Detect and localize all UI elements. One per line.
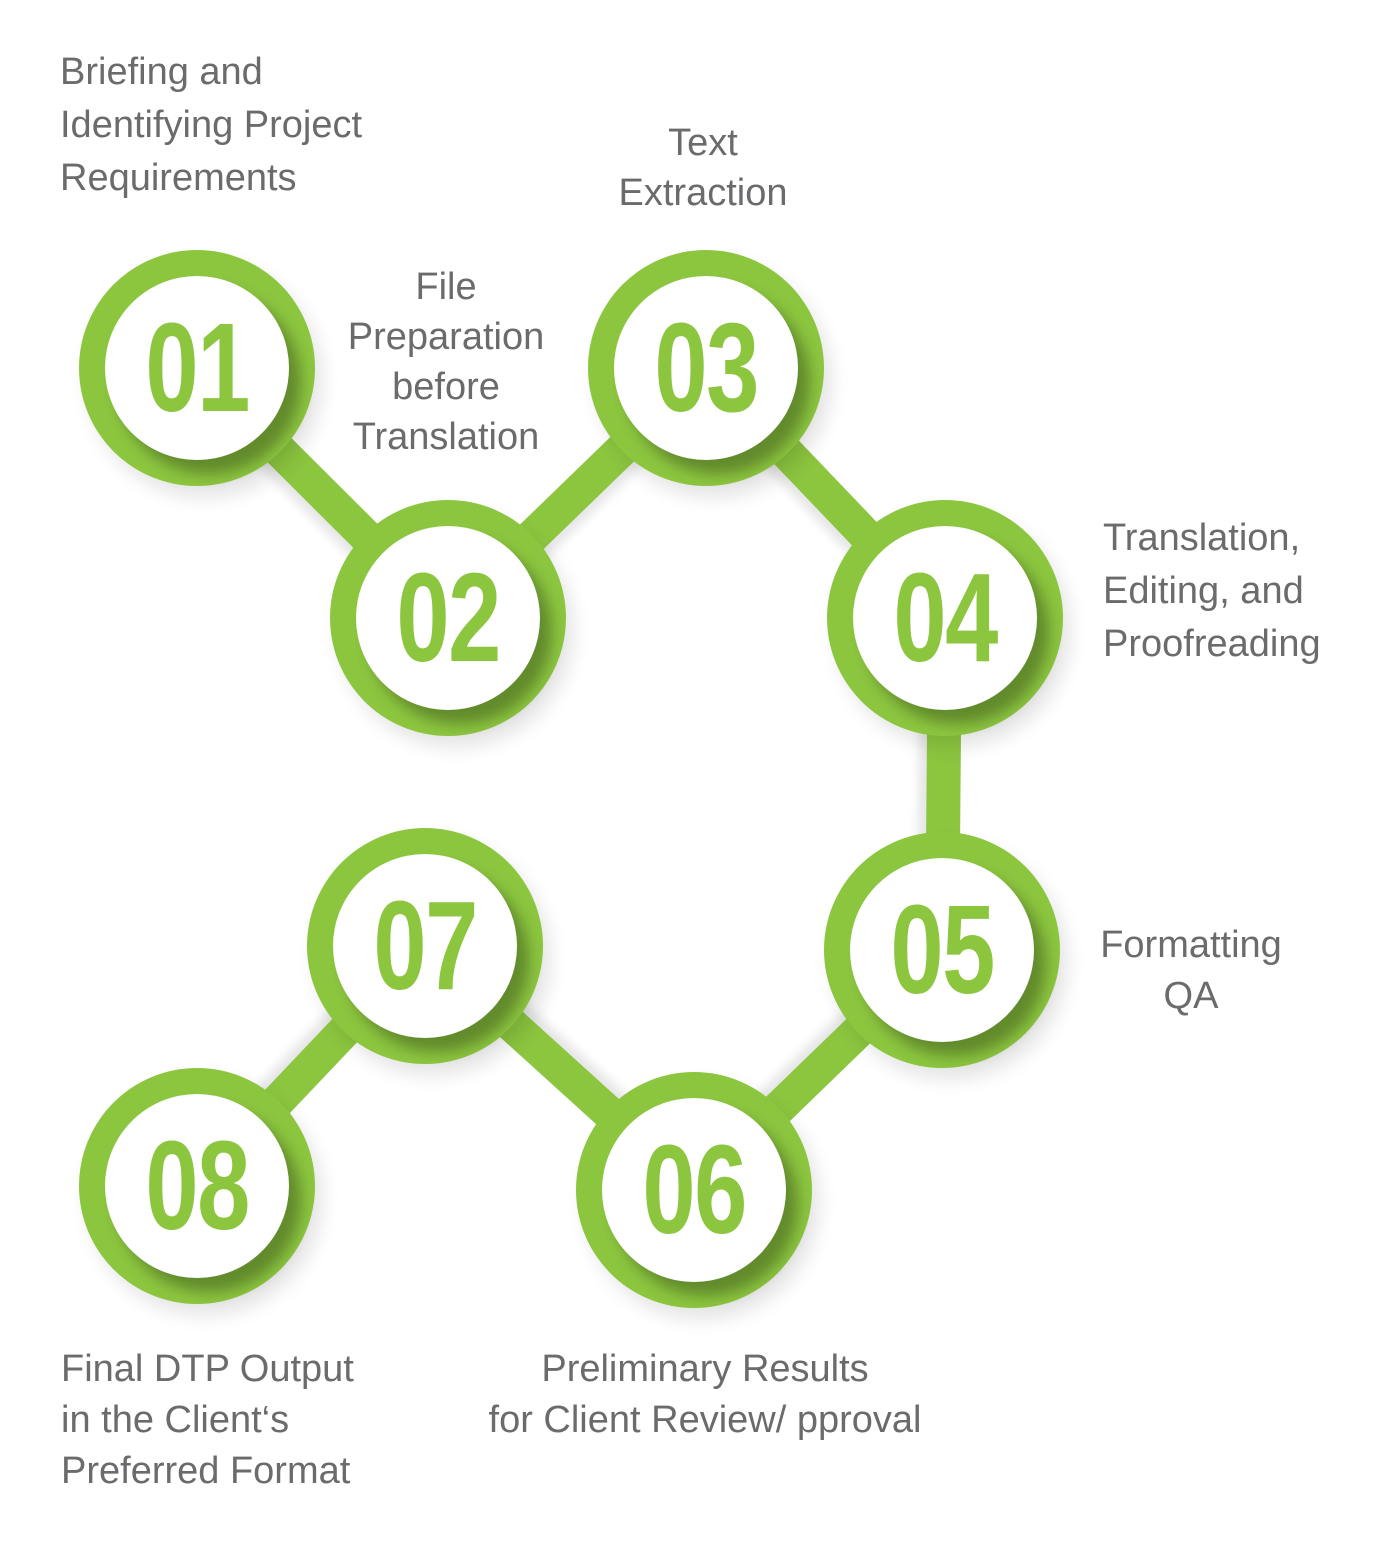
step-number-05: 05 (890, 879, 995, 1020)
step-circle-05-disc: 05 (850, 858, 1034, 1042)
step-label-02: File Preparation before Translation (347, 266, 545, 458)
step-circle-04-disc: 04 (853, 526, 1037, 710)
step-circle-02: 02 (330, 500, 566, 736)
step-number-01: 01 (145, 297, 250, 438)
step-circle-04: 04 (827, 500, 1063, 736)
step-number-02: 02 (396, 547, 501, 688)
step-circle-03: 03 (588, 250, 824, 486)
step-number-08: 08 (145, 1115, 250, 1256)
step-label-03: Text Extraction (618, 122, 788, 214)
step-circle-01: 01 (79, 250, 315, 486)
step-circle-03-disc: 03 (614, 276, 798, 460)
step-circle-01-disc: 01 (105, 276, 289, 460)
step-label-06: Preliminary Results for Client Review/ p… (488, 1348, 922, 1441)
step-label-04: Translation, Editing, and Proofreading (1103, 517, 1321, 665)
step-number-06: 06 (642, 1119, 747, 1260)
step-circle-08-disc: 08 (105, 1094, 289, 1278)
step-label-08: Final DTP Output in the Client‘s Preferr… (61, 1348, 354, 1492)
step-number-03: 03 (654, 297, 759, 438)
step-number-04: 04 (893, 547, 998, 688)
step-circle-06-disc: 06 (602, 1098, 786, 1282)
step-number-07: 07 (373, 875, 478, 1016)
step-circle-07-disc: 07 (333, 854, 517, 1038)
step-label-01: Briefing and Identifying Project Require… (60, 51, 363, 199)
step-circle-06: 06 (576, 1072, 812, 1308)
step-circle-08: 08 (79, 1068, 315, 1304)
step-label-05: Formatting QA (1100, 924, 1282, 1017)
step-circle-05: 05 (824, 832, 1060, 1068)
step-circle-02-disc: 02 (356, 526, 540, 710)
step-circle-07: 07 (307, 828, 543, 1064)
